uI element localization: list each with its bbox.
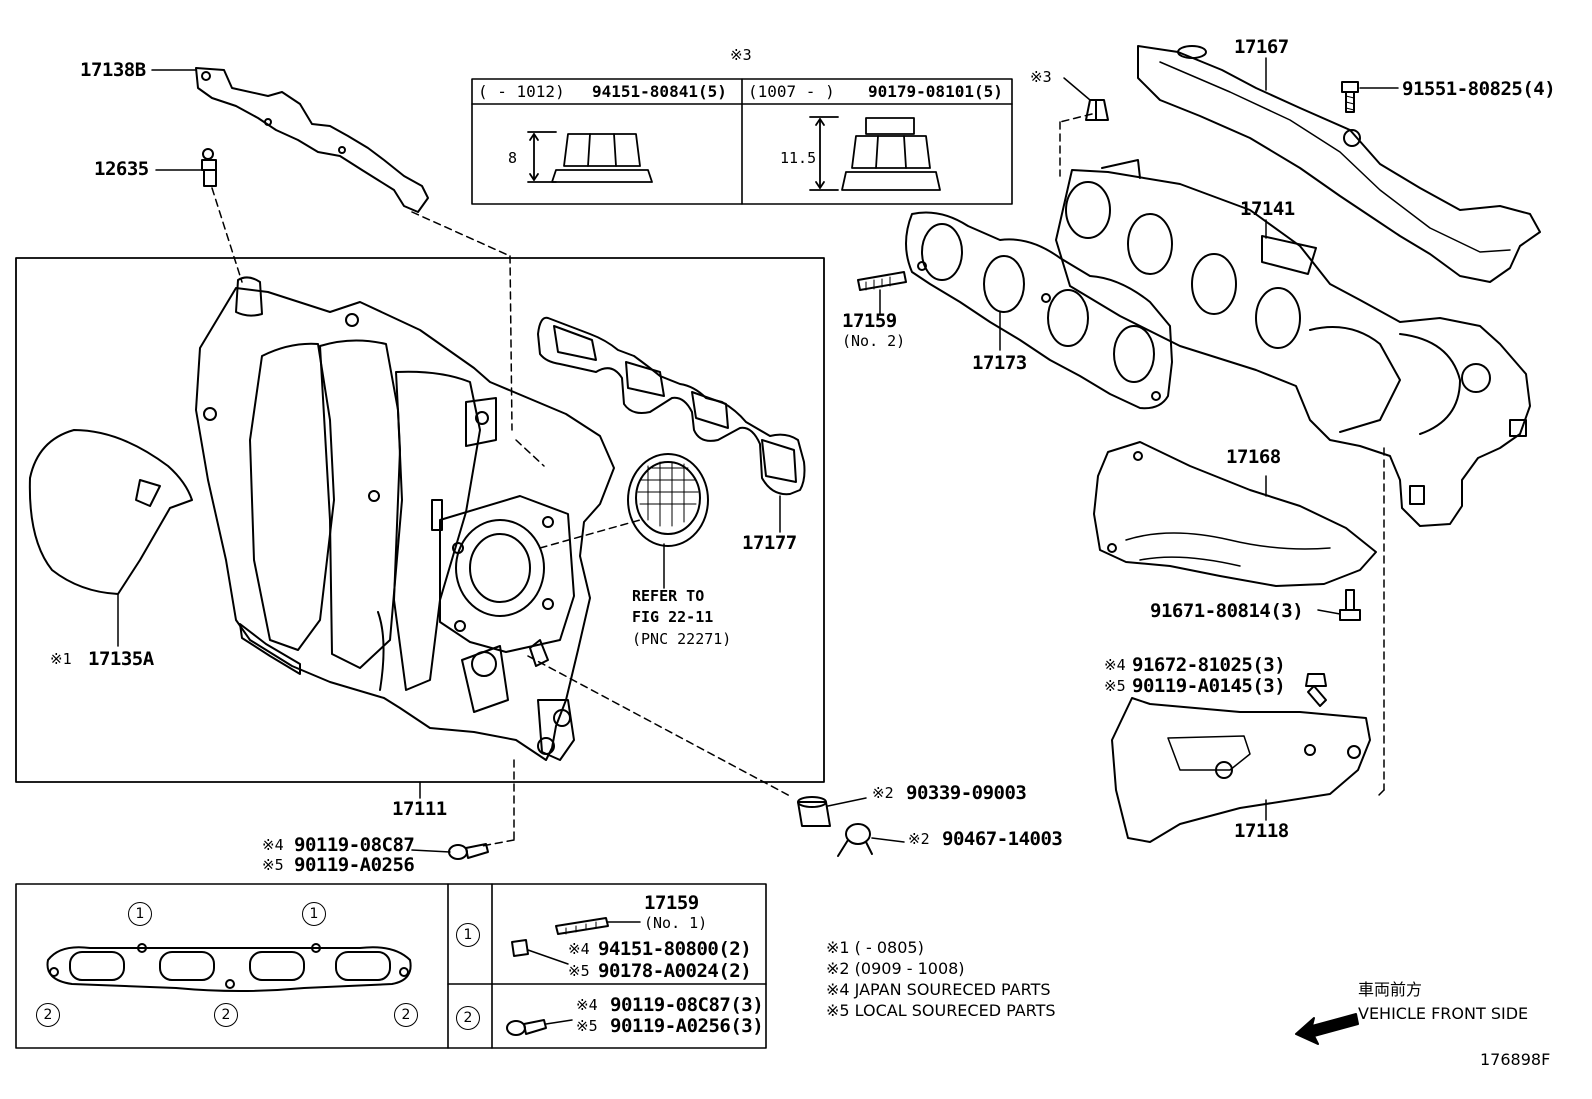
front-arrow-icon <box>1295 1013 1359 1045</box>
figure-id: 176898F <box>1480 1050 1551 1069</box>
leader-90339 <box>827 797 867 807</box>
callout-17111[interactable]: 17111 <box>392 798 447 820</box>
insulator-17168-drawing <box>1093 441 1377 587</box>
callout-17173[interactable]: 17173 <box>972 352 1027 374</box>
callout-12635[interactable]: 12635 <box>94 158 149 180</box>
callout-91671[interactable]: 91671-80814(3) <box>1150 600 1304 622</box>
table-stud-drawing <box>506 917 641 1036</box>
gasket-table-frame <box>15 883 767 1049</box>
callout-90119-08c87[interactable]: 90119-08C87 <box>294 834 415 856</box>
nut-mark3-drawing <box>1085 99 1109 121</box>
callout-17159-no2-sub: (No. 2) <box>842 332 906 350</box>
mark-90119-a0145: ※5 <box>1104 677 1126 695</box>
nut-right-dim: 11.5 <box>780 149 817 167</box>
nut-left-part[interactable]: 94151-80841(5) <box>592 82 727 101</box>
note-1: ※1 ( - 0805) <box>826 938 924 957</box>
row1-marker: 1 <box>456 923 480 947</box>
insulator-17167-drawing <box>1137 45 1541 283</box>
cover-17135A-drawing <box>28 429 193 595</box>
direction-jp: 車両前方 <box>1358 980 1423 999</box>
gasket-17177-drawing <box>537 316 806 496</box>
nut-table-mark: ※3 <box>730 46 752 64</box>
row1-p1[interactable]: 94151-80800(2) <box>598 938 752 960</box>
nut-right-range: (1007 - ) <box>748 82 835 101</box>
mark-90339: ※2 <box>872 784 894 802</box>
plug-90339-drawing <box>797 796 831 827</box>
callout-90119-a0145[interactable]: 90119-A0145(3) <box>1132 675 1286 697</box>
bracket-17138B-drawing <box>195 67 429 213</box>
bolt-90119-08C87-drawing <box>448 843 489 860</box>
nut-mark3-label: ※3 <box>1030 68 1052 86</box>
mark-90119-a0256: ※5 <box>262 856 284 874</box>
leader-nut-mark3 <box>1063 77 1091 101</box>
row2-p2-mark: ※5 <box>576 1017 598 1035</box>
mark-90467: ※2 <box>908 830 930 848</box>
callout-90467[interactable]: 90467-14003 <box>942 828 1063 850</box>
callout-17168[interactable]: 17168 <box>1226 446 1281 468</box>
nut-table-frame <box>471 78 1013 205</box>
row1-p2[interactable]: 90178-A0024(2) <box>598 960 752 982</box>
reference-line3: (PNC 22271) <box>632 630 732 648</box>
bolt-91671-drawing <box>1339 589 1361 621</box>
mark-90119-08c87: ※4 <box>262 836 284 854</box>
row2-p1-mark: ※4 <box>576 996 598 1014</box>
throttle-screen-drawing <box>627 453 709 547</box>
note-2: ※2 (0909 - 1008) <box>826 959 965 978</box>
callout-91551[interactable]: 91551-80825(4) <box>1402 78 1556 100</box>
row1-p2-mark: ※5 <box>568 962 590 980</box>
marker-1-left: 1 <box>128 902 152 926</box>
callout-90339[interactable]: 90339-09003 <box>906 782 1027 804</box>
direction-en: VEHICLE FRONT SIDE <box>1358 1004 1529 1023</box>
row1-p1-mark: ※4 <box>568 940 590 958</box>
mark-17135A: ※1 <box>50 650 72 668</box>
flange-nut-large-drawing <box>809 116 941 191</box>
row1-part[interactable]: 17159 <box>644 892 699 914</box>
row1-part-sub: (No. 1) <box>644 914 708 932</box>
callout-17138B[interactable]: 17138B <box>80 59 146 81</box>
leader-91671 <box>1317 609 1341 615</box>
callout-17141[interactable]: 17141 <box>1240 198 1295 220</box>
callout-17118[interactable]: 17118 <box>1234 820 1289 842</box>
callout-17135A[interactable]: 17135A <box>88 648 154 670</box>
callout-91672[interactable]: 91672-81025(3) <box>1132 654 1286 676</box>
marker-2-left: 2 <box>36 1003 60 1027</box>
mark-91672: ※4 <box>1104 656 1126 674</box>
reference-line2[interactable]: FIG 22-11 <box>632 608 714 626</box>
note-5: ※5 LOCAL SOURECED PARTS <box>826 1001 1056 1020</box>
bolt-91672-drawing <box>1305 673 1327 707</box>
row2-marker: 2 <box>456 1006 480 1030</box>
row2-p2[interactable]: 90119-A0256(3) <box>610 1015 764 1037</box>
row2-p1[interactable]: 90119-08C87(3) <box>610 994 764 1016</box>
leader-90467 <box>871 837 905 843</box>
marker-1-right: 1 <box>302 902 326 926</box>
bolt-91551-drawing <box>1341 81 1359 113</box>
callout-17177[interactable]: 17177 <box>742 532 797 554</box>
leader-90119-08C87 <box>411 849 451 853</box>
reference-line1[interactable]: REFER TO <box>632 587 705 605</box>
gasket-plan-drawing <box>46 943 412 992</box>
callout-90119-a0256[interactable]: 90119-A0256 <box>294 854 415 876</box>
marker-2-right: 2 <box>394 1003 418 1027</box>
marker-2-mid: 2 <box>214 1003 238 1027</box>
note-4: ※4 JAPAN SOURECED PARTS <box>826 980 1051 999</box>
callout-17159-no2[interactable]: 17159 <box>842 310 897 332</box>
nut-right-part[interactable]: 90179-08101(5) <box>868 82 1003 101</box>
clip-90467-drawing <box>837 823 873 857</box>
stud-17159-no2-drawing <box>857 271 907 291</box>
nut-left-dim: 8 <box>508 149 518 167</box>
intake-manifold-17111-drawing <box>195 276 615 761</box>
gasket-17173-drawing <box>905 211 1173 410</box>
nut-left-range: ( - 1012) <box>478 82 565 101</box>
flange-nut-small-drawing <box>527 131 653 183</box>
exhaust-manifold-17141-drawing <box>1055 159 1531 527</box>
fitting-12635-drawing <box>201 148 217 187</box>
bracket-17118-drawing <box>1111 697 1371 843</box>
intake-manifold-frame <box>15 257 825 783</box>
callout-17167[interactable]: 17167 <box>1234 36 1289 58</box>
